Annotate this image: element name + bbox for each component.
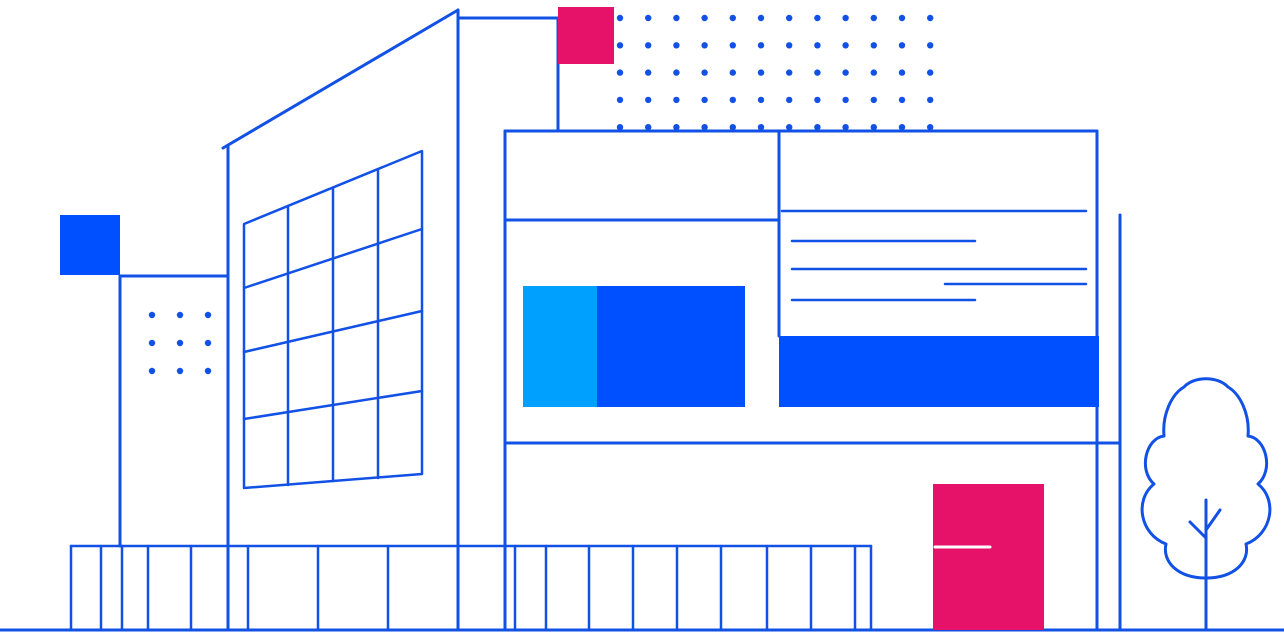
dot: [927, 42, 934, 49]
dot: [701, 124, 708, 131]
building-outline: [0, 8, 1284, 632]
dot: [204, 311, 212, 319]
dot: [616, 42, 624, 49]
dot: [645, 96, 652, 104]
dot: [786, 14, 793, 22]
dot: [870, 69, 877, 76]
dot: [673, 14, 680, 22]
dot: [701, 96, 708, 104]
dot: [757, 69, 765, 76]
dot: [757, 14, 765, 22]
blue-panel: [597, 286, 745, 407]
dot: [842, 14, 849, 22]
dot: [645, 124, 652, 131]
dot: [729, 14, 736, 22]
dot: [842, 42, 849, 49]
dot: [616, 124, 624, 131]
dot: [673, 124, 680, 131]
dot: [927, 96, 934, 104]
dot: [616, 14, 624, 22]
dot: [757, 96, 765, 104]
dot: [842, 124, 849, 131]
dot: [729, 69, 736, 76]
dot: [757, 124, 765, 131]
dot: [701, 42, 708, 49]
dot: [898, 96, 906, 104]
dot: [898, 124, 906, 131]
dot: [729, 124, 736, 131]
dot: [786, 69, 793, 76]
dot: [148, 339, 156, 347]
dot: [870, 14, 877, 22]
dot: [814, 14, 821, 22]
dot: [616, 69, 624, 76]
dot: [786, 124, 793, 131]
dot: [870, 96, 877, 104]
tower: [221, 8, 560, 632]
light-blue-panel: [523, 286, 600, 407]
dot: [898, 14, 906, 22]
dot: [204, 367, 212, 375]
window-grid: [242, 149, 424, 490]
dot: [729, 96, 736, 104]
dot: [927, 69, 934, 76]
dot: [927, 124, 934, 131]
dot: [927, 14, 934, 22]
dot: [842, 96, 849, 104]
dot: [204, 339, 212, 347]
dot: [176, 367, 184, 375]
dot: [616, 96, 624, 104]
dot: [814, 42, 821, 49]
dot: [148, 367, 156, 375]
dot: [898, 69, 906, 76]
dot: [645, 14, 652, 22]
blue-square: [60, 215, 120, 275]
dot: [148, 311, 156, 319]
dot: [673, 96, 680, 104]
dot: [898, 42, 906, 49]
tree-icon: [1140, 377, 1272, 632]
flag-icon: [558, 7, 614, 64]
dot: [814, 96, 821, 104]
dot: [870, 124, 877, 131]
dot: [701, 69, 708, 76]
door-icon: [933, 484, 1044, 630]
dot: [814, 69, 821, 76]
blue-banner: [779, 336, 1099, 407]
left-wing: [118, 274, 230, 548]
dot: [842, 69, 849, 76]
dot: [729, 42, 736, 49]
fence: [69, 544, 873, 632]
dot: [673, 69, 680, 76]
dot: [176, 311, 184, 319]
dot: [757, 42, 765, 49]
dot: [673, 42, 680, 49]
text-lines-panel: [780, 209, 1088, 302]
dot: [870, 42, 877, 49]
dot-pattern-top: [616, 14, 934, 131]
dot: [786, 42, 793, 49]
dot: [645, 42, 652, 49]
dot: [176, 339, 184, 347]
dot-pattern-left: [148, 311, 212, 375]
dot: [786, 96, 793, 104]
dot: [814, 124, 821, 131]
dot: [701, 14, 708, 22]
dot: [645, 69, 652, 76]
